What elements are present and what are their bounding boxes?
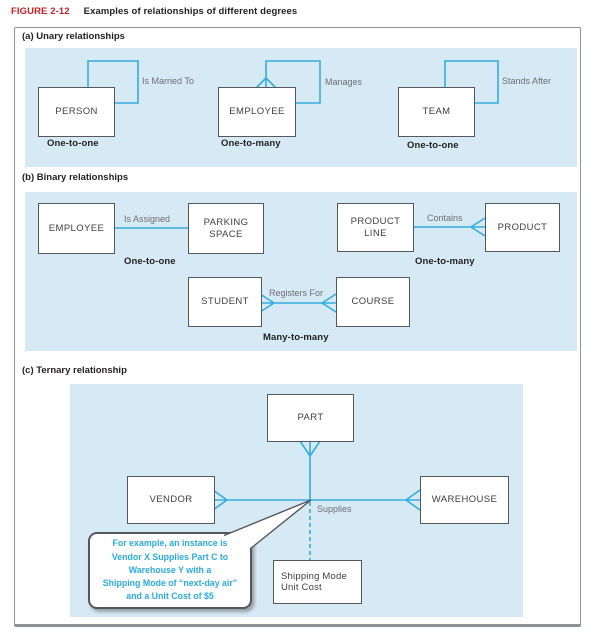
cardinality-team: One-to-one — [407, 140, 459, 151]
attribute-unit-cost: Unit Cost — [281, 582, 322, 593]
entity-employee-a: EMPLOYEE — [218, 87, 296, 137]
entity-product: PRODUCT — [485, 203, 560, 252]
example-callout: For example, an instance is Vendor X Sup… — [88, 532, 252, 609]
label-stands-after: Stands After — [502, 76, 552, 86]
section-a-header: (a) Unary relationships — [22, 31, 125, 42]
entity-vendor: VENDOR — [127, 476, 215, 524]
cardinality-row3: Many-to-many — [263, 332, 329, 343]
attribute-box: Shipping Mode Unit Cost — [273, 560, 362, 604]
entity-course: COURSE — [336, 277, 410, 327]
figure-number: FIGURE 2-12 — [11, 6, 70, 17]
callout-line-3: Warehouse Y with a — [128, 564, 212, 575]
label-is-married-to: Is Married To — [142, 76, 194, 86]
label-registers-for: Registers For — [269, 288, 324, 298]
callout-line-1: For example, an instance is — [112, 538, 228, 549]
entity-warehouse: WAREHOUSE — [420, 476, 509, 524]
callout-line-4: Shipping Mode of “next-day air” — [102, 578, 238, 589]
label-manages: Manages — [325, 77, 363, 87]
entity-student: STUDENT — [188, 277, 262, 327]
attribute-shipping-mode: Shipping Mode — [281, 570, 347, 582]
figure-caption: FIGURE 2-12 Examples of relationships of … — [11, 6, 297, 17]
cardinality-row2: One-to-many — [415, 256, 475, 267]
entity-team: TEAM — [398, 87, 475, 137]
label-is-assigned: Is Assigned — [124, 214, 171, 224]
label-contains: Contains — [427, 213, 463, 223]
entity-product-line: PRODUCT LINE — [337, 203, 414, 252]
entity-part: PART — [267, 394, 354, 442]
callout-line-5: and a Unit Cost of $5 — [126, 591, 214, 602]
entity-employee-b: EMPLOYEE — [38, 203, 115, 254]
cardinality-person: One-to-one — [47, 138, 99, 149]
label-supplies: Supplies — [317, 504, 352, 514]
section-c-header: (c) Ternary relationship — [22, 365, 127, 376]
cardinality-employee: One-to-many — [221, 138, 281, 149]
entity-parking-space: PARKING SPACE — [188, 203, 264, 254]
callout-line-2: Vendor X Supplies Part C to — [111, 551, 229, 562]
section-b-header: (b) Binary relationships — [22, 172, 129, 183]
cardinality-row1: One-to-one — [124, 256, 176, 267]
entity-person: PERSON — [38, 87, 115, 137]
figure-title-text: Examples of relationships of different d… — [83, 6, 298, 17]
